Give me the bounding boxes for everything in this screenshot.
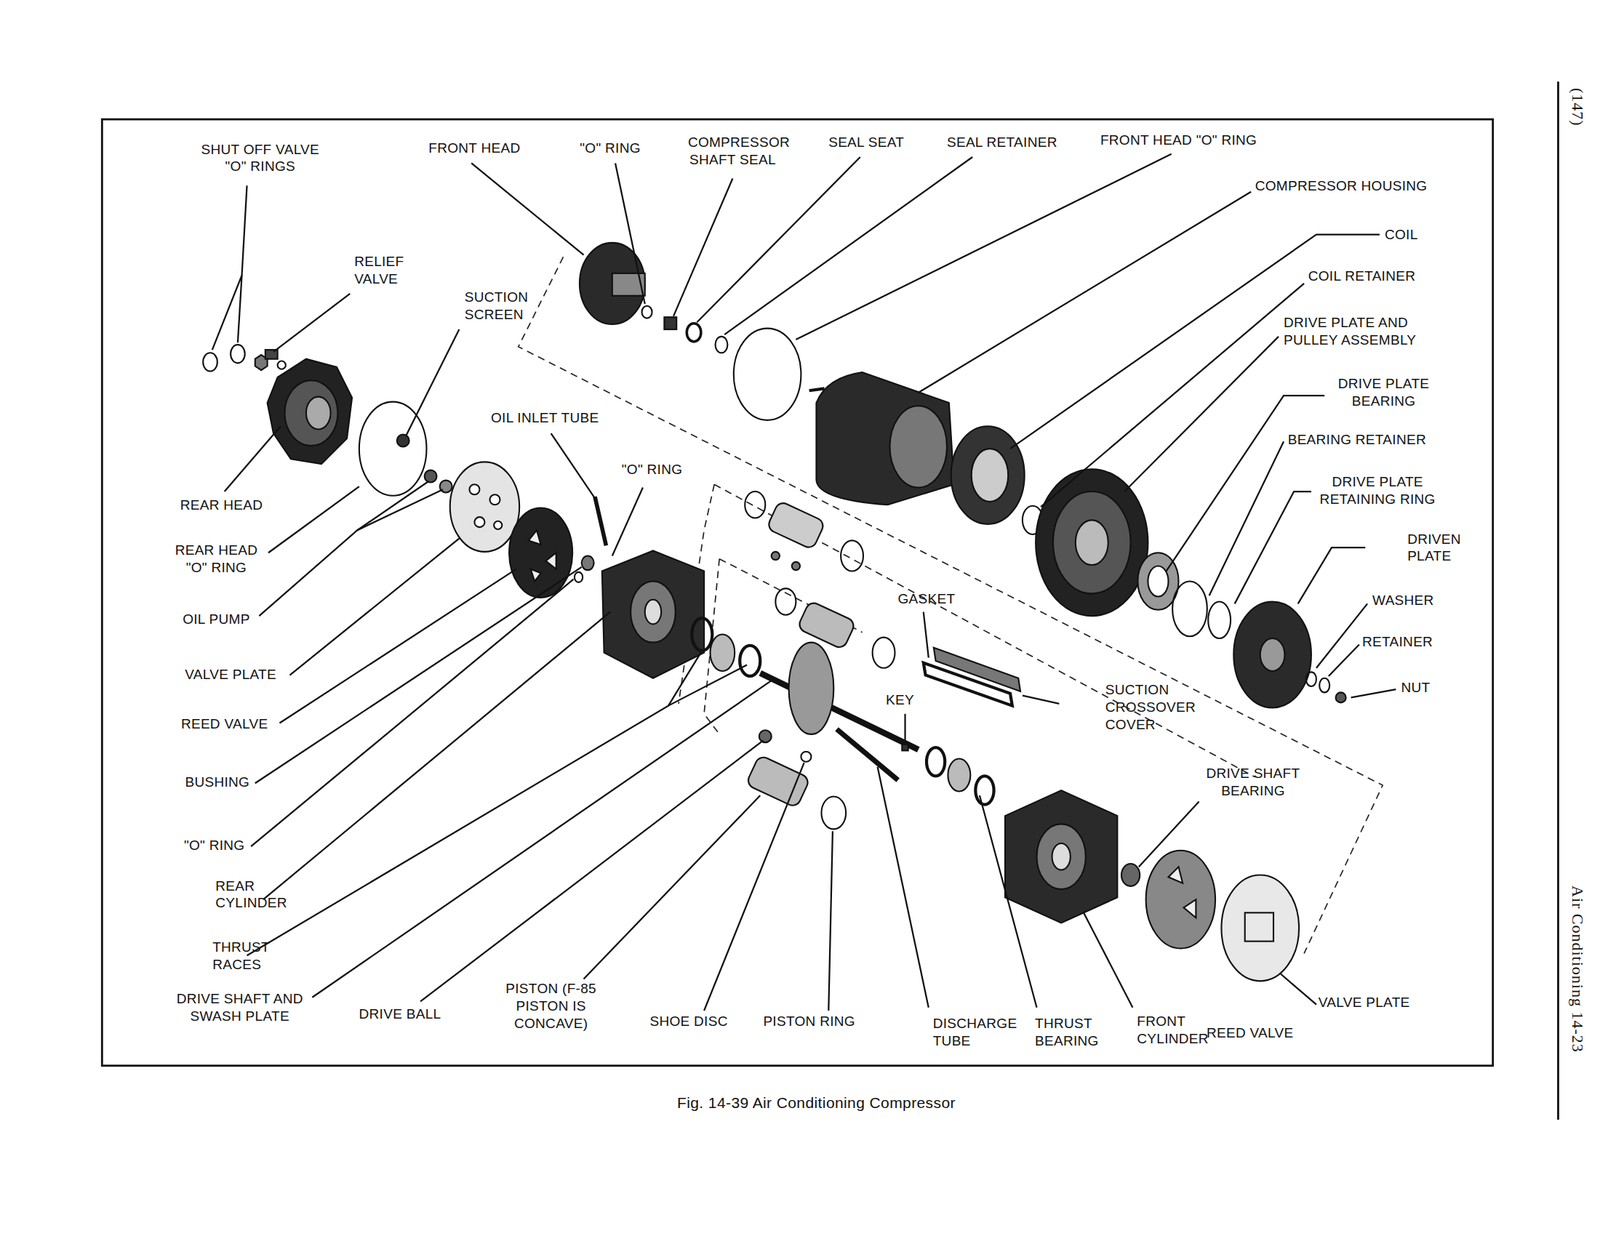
part-label: DRIVE SHAFT AND SWASH PLATE (175, 990, 305, 1026)
part-label: REAR HEAD "O" RING (173, 541, 259, 577)
part-label: THRUST BEARING (1034, 1015, 1039, 1051)
part-label: SUCTION CROSSOVER COVER (1105, 681, 1110, 734)
part-label: COMPRESSOR SHAFT SEAL (688, 133, 778, 169)
part-label: REED VALVE (1206, 1024, 1294, 1043)
part-label: WASHER (1372, 592, 1435, 610)
part-label: FRONT HEAD "O" RING (1100, 131, 1257, 150)
part-label: REAR HEAD (180, 496, 264, 515)
part-label: DRIVE SHAFT BEARING (1205, 765, 1302, 800)
part-label: FRONT CYLINDER (1136, 1013, 1141, 1048)
part-label: PISTON RING (762, 1013, 855, 1031)
part-label: DRIVE PLATE AND PULLEY ASSEMBLY (1283, 314, 1419, 350)
part-label: KEY (885, 691, 915, 710)
part-label: RETAINER (1362, 633, 1433, 651)
part-label: OIL PUMP (182, 610, 251, 629)
part-label: FRONT HEAD (428, 139, 520, 158)
page-margin-text: Air Conditioning 14-23 (1568, 885, 1589, 1054)
part-label: DRIVEN PLATE (1407, 530, 1411, 566)
part-label: OIL INLET TUBE (490, 409, 600, 427)
part-label: REAR CYLINDER (215, 877, 219, 913)
part-label: SUCTION SCREEN (464, 288, 469, 324)
part-label: VALVE PLATE (1318, 994, 1411, 1012)
part-label: REED VALVE (181, 715, 269, 734)
figure-caption: Fig. 14-39 Air Conditioning Compressor (677, 1093, 956, 1113)
part-label: DRIVE PLATE BEARING (1336, 375, 1431, 411)
part-label: "O" RING (621, 461, 683, 479)
part-label: VALVE PLATE (184, 666, 277, 684)
part-label: SHOE DISC (649, 1013, 728, 1031)
part-label: NUT (1400, 679, 1430, 697)
part-label: BUSHING (185, 773, 251, 792)
part-label: "O" RING (579, 139, 640, 158)
part-label: COMPRESSOR HOUSING (1255, 177, 1428, 195)
part-label: SEAL RETAINER (946, 133, 1058, 152)
part-label: THRUST RACES (212, 938, 216, 974)
part-label: DRIVE BALL (359, 1005, 442, 1024)
part-label: DRIVE PLATE RETAINING RING (1318, 473, 1438, 509)
part-label: BEARING RETAINER (1288, 431, 1427, 449)
part-label: "O" RING (184, 837, 245, 855)
part-label: RELIEF VALVE (354, 253, 358, 288)
part-label: GASKET (898, 590, 956, 608)
part-label: PISTON (F-85 PISTON IS CONCAVE) (504, 980, 598, 1032)
part-label: DISCHARGE TUBE (933, 1015, 937, 1051)
part-label: COIL (1384, 226, 1419, 244)
part-label: SHUT OFF VALVE "O" RINGS (200, 141, 321, 176)
page-margin-text: (147) (1568, 88, 1589, 127)
part-label: COIL RETAINER (1308, 267, 1416, 286)
part-label: SEAL SEAT (828, 133, 904, 152)
